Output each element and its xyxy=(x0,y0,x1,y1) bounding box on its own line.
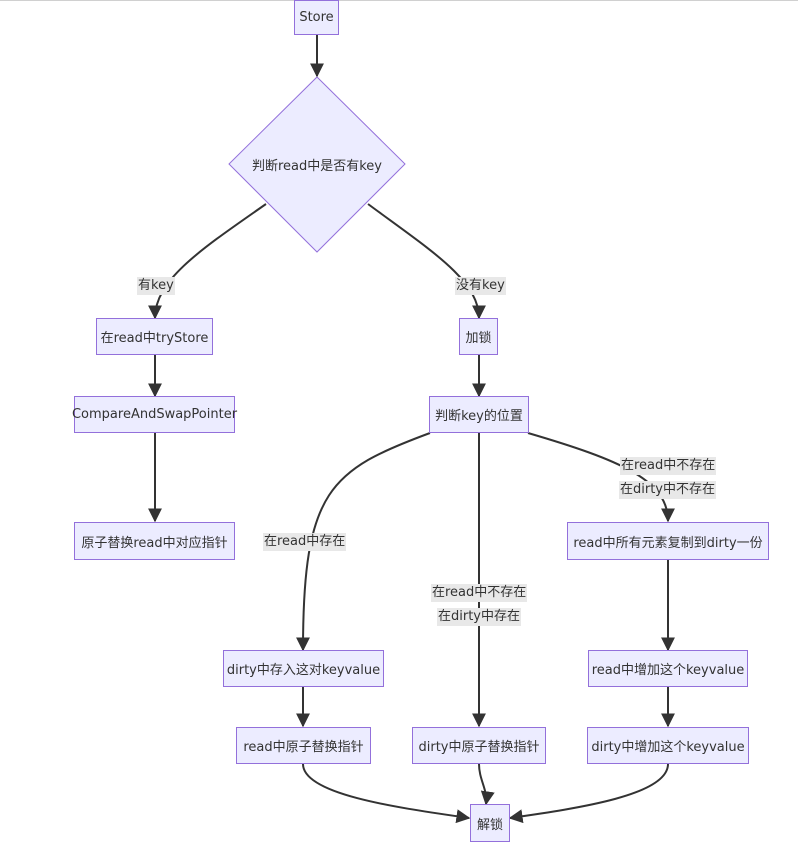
node-read-add-kv: read中增加这个keyvalue xyxy=(588,650,748,687)
edge-label-no-key: 没有key xyxy=(455,277,506,295)
top-border xyxy=(0,0,798,1)
node-cas-pointer: CompareAndSwapPointer xyxy=(72,396,237,433)
edge-dirtyreplace-unlock xyxy=(478,763,495,806)
edge-label-not-in-read-not-in-dirty-1: 在read中不存在 xyxy=(620,457,717,475)
edge-decision-tryStore xyxy=(148,203,267,320)
node-atomic-replace: 原子替换read中对应指针 xyxy=(74,522,235,560)
edge-label-has-key: 有key xyxy=(137,277,175,295)
edge-checkpos-copy xyxy=(527,432,675,523)
node-check-key-pos: 判断key的位置 xyxy=(429,396,529,433)
node-unlock: 解锁 xyxy=(470,804,510,842)
edge-label-not-in-read-in-dirty-1: 在read中不存在 xyxy=(431,584,528,602)
edge-checkpos-dirtystore xyxy=(296,432,431,652)
node-dirty-atomic-replace: dirty中原子替换指针 xyxy=(412,727,546,764)
node-read-try-store: 在read中tryStore xyxy=(96,318,213,355)
edge-decision-lock xyxy=(367,203,486,320)
node-read-atomic-replace: read中原子替换指针 xyxy=(236,727,371,764)
decision-diamond xyxy=(228,76,406,253)
edge-label-not-in-read-in-dirty-2: 在dirty中存在 xyxy=(437,608,521,626)
node-lock: 加锁 xyxy=(459,318,498,355)
node-dirty-add-kv: dirty中增加这个keyvalue xyxy=(587,727,749,764)
node-store: Store xyxy=(294,0,339,35)
edge-readreplace-unlock xyxy=(302,763,471,824)
node-copy-read-to-dirty: read中所有元素复制到dirty一份 xyxy=(567,522,769,560)
edge-dirtyadd-unlock xyxy=(508,763,669,824)
edge-label-not-in-read-not-in-dirty-2: 在dirty中不存在 xyxy=(619,481,716,499)
node-dirty-store-kv: dirty中存入这对keyvalue xyxy=(223,650,384,687)
node-decision-label: 判断read中是否有key xyxy=(251,158,383,174)
edge-label-in-read: 在read中存在 xyxy=(263,533,347,551)
